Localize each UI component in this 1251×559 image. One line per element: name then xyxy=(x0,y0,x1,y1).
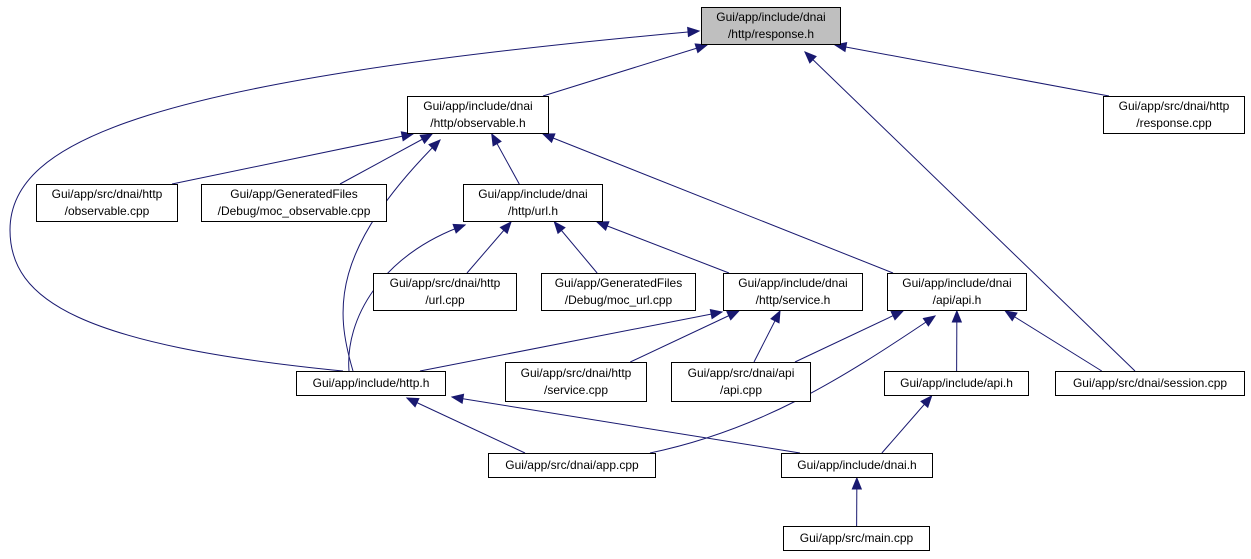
node-label-line-1: Gui/app/src/dnai/session.cpp xyxy=(1072,376,1228,390)
edge-arrowhead xyxy=(405,397,420,408)
node-dnai-api-h[interactable]: Gui/app/include/dnai /api/api.h xyxy=(887,273,1027,311)
edge-arrowhead xyxy=(419,133,434,145)
edge-service_h-to-url_h xyxy=(596,221,730,274)
node-label-line-1: Gui/app/GeneratedFiles xyxy=(554,276,683,290)
node-moc-observable-cpp[interactable]: Gui/app/GeneratedFiles /Debug/moc_observ… xyxy=(201,184,387,222)
edge-arrowhead xyxy=(541,133,556,144)
node-label-line-1: Gui/app/src/dnai/app.cpp xyxy=(505,458,639,472)
edge-arrowhead xyxy=(687,26,701,38)
node-dnai-h[interactable]: Gui/app/include/dnai.h xyxy=(781,453,933,478)
edge-arrowhead xyxy=(491,132,502,147)
edge-arrowhead xyxy=(450,393,465,405)
edge-arrowhead xyxy=(428,139,441,152)
node-label-line-1: Gui/app/include/dnai xyxy=(423,99,533,113)
node-moc-url-cpp[interactable]: Gui/app/GeneratedFiles /Debug/moc_url.cp… xyxy=(541,273,696,311)
edge-arrowhead xyxy=(922,315,937,327)
node-label-line-2: /http/response.h xyxy=(727,27,815,41)
node-session-cpp[interactable]: Gui/app/src/dnai/session.cpp xyxy=(1055,371,1245,396)
node-label-line-1: Gui/app/src/dnai/api xyxy=(687,366,795,380)
node-label-line-1: Gui/app/src/main.cpp xyxy=(799,531,914,545)
node-label-line-2: /http/observable.h xyxy=(430,116,526,130)
node-url-h[interactable]: Gui/app/include/dnai /http/url.h xyxy=(463,184,603,222)
edge-session_cpp-to-api_h_dnai xyxy=(1004,310,1103,372)
node-response-h: Gui/app/include/dnai /http/response.h xyxy=(701,7,841,45)
node-label-line-1: Gui/app/src/dnai/http xyxy=(389,276,501,290)
edge-service_cpp-to-service_h xyxy=(630,310,739,363)
node-label-line-1: Gui/app/include/dnai xyxy=(902,276,1012,290)
node-label-line-1: Gui/app/include/dnai.h xyxy=(797,458,917,472)
edge-observable_cpp-to-observable_h xyxy=(171,133,414,185)
node-label-line-1: Gui/app/GeneratedFiles xyxy=(230,187,358,201)
node-observable-h[interactable]: Gui/app/include/dnai /http/observable.h xyxy=(407,96,549,134)
edge-http_h-to-response_h xyxy=(9,30,700,372)
node-label-line-2: /api/api.h xyxy=(932,293,982,307)
node-main-cpp[interactable]: Gui/app/src/main.cpp xyxy=(783,526,930,551)
node-label-line-2: /url.cpp xyxy=(425,293,465,307)
edge-arrowhead xyxy=(951,309,963,323)
node-label-line-1: Gui/app/include/dnai xyxy=(738,276,848,290)
edge-arrowhead xyxy=(726,310,740,321)
node-response-cpp[interactable]: Gui/app/src/dnai/http /response.cpp xyxy=(1103,96,1245,134)
edge-arrowhead xyxy=(553,220,566,235)
edge-dnai_h-to-api_h xyxy=(881,395,933,454)
node-label-line-2: /http/service.h xyxy=(755,293,831,307)
node-label-line-1: Gui/app/include/dnai xyxy=(716,10,826,24)
edge-arrowhead xyxy=(595,221,610,232)
edge-arrowhead xyxy=(890,310,905,321)
node-http-h[interactable]: Gui/app/include/http.h xyxy=(296,371,446,396)
edge-arrowhead xyxy=(709,309,724,320)
node-app-cpp[interactable]: Gui/app/src/dnai/app.cpp xyxy=(488,453,656,478)
edge-arrowhead xyxy=(920,395,933,409)
edge-arrowhead xyxy=(804,51,817,64)
edge-dnai_h-to-http_h xyxy=(451,396,801,454)
node-label-line-1: Gui/app/src/dnai/http xyxy=(1118,99,1230,113)
node-observable-cpp[interactable]: Gui/app/src/dnai/http /observable.cpp xyxy=(36,184,178,222)
edge-response_cpp-to-response_h xyxy=(834,44,1110,97)
edge-observable_h-to-response_h xyxy=(542,44,708,97)
node-label-line-1: Gui/app/include/dnai xyxy=(478,187,588,201)
edge-arrowhead xyxy=(499,221,512,235)
edge-app_cpp-to-http_h xyxy=(406,397,526,454)
edge-arrowhead xyxy=(851,476,863,490)
edge-http_h-to-service_h xyxy=(419,311,723,372)
edge-arrowhead xyxy=(770,309,781,324)
edge-session_cpp-to-response_h xyxy=(804,51,1136,372)
node-label-line-2: /api.cpp xyxy=(719,383,763,397)
node-url-cpp[interactable]: Gui/app/src/dnai/http /url.cpp xyxy=(373,273,517,311)
edge-arrowhead xyxy=(452,223,467,234)
edge-arrowhead xyxy=(1004,310,1018,322)
node-label-line-2: /service.cpp xyxy=(543,383,609,397)
node-label-line-2: /Debug/moc_observable.cpp xyxy=(217,204,371,218)
node-label-line-2: /Debug/moc_url.cpp xyxy=(564,293,673,307)
edge-arrowhead xyxy=(694,43,709,54)
node-label-line-2: /response.cpp xyxy=(1136,116,1212,130)
edge-http_h-to-observable_h xyxy=(342,139,441,372)
edge-moc_observable-to-observable_h xyxy=(339,133,433,185)
node-api-cpp[interactable]: Gui/app/src/dnai/api /api.cpp xyxy=(671,362,811,402)
node-service-h[interactable]: Gui/app/include/dnai /http/service.h xyxy=(723,273,863,311)
node-api-h[interactable]: Gui/app/include/api.h xyxy=(884,371,1029,396)
node-label-line-1: Gui/app/src/dnai/http xyxy=(520,366,632,380)
node-service-cpp[interactable]: Gui/app/src/dnai/http /service.cpp xyxy=(505,362,647,402)
edge-api_cpp-to-api_h_dnai xyxy=(794,310,904,363)
node-label-line-1: Gui/app/include/http.h xyxy=(312,376,430,390)
edge-api_h_dnai-to-observable_h xyxy=(542,133,894,274)
node-label-line-1: Gui/app/include/api.h xyxy=(900,376,1013,390)
node-label-line-1: Gui/app/src/dnai/http xyxy=(51,187,163,201)
node-label-line-2: /observable.cpp xyxy=(64,204,150,218)
node-label-line-2: /http/url.h xyxy=(507,204,559,218)
